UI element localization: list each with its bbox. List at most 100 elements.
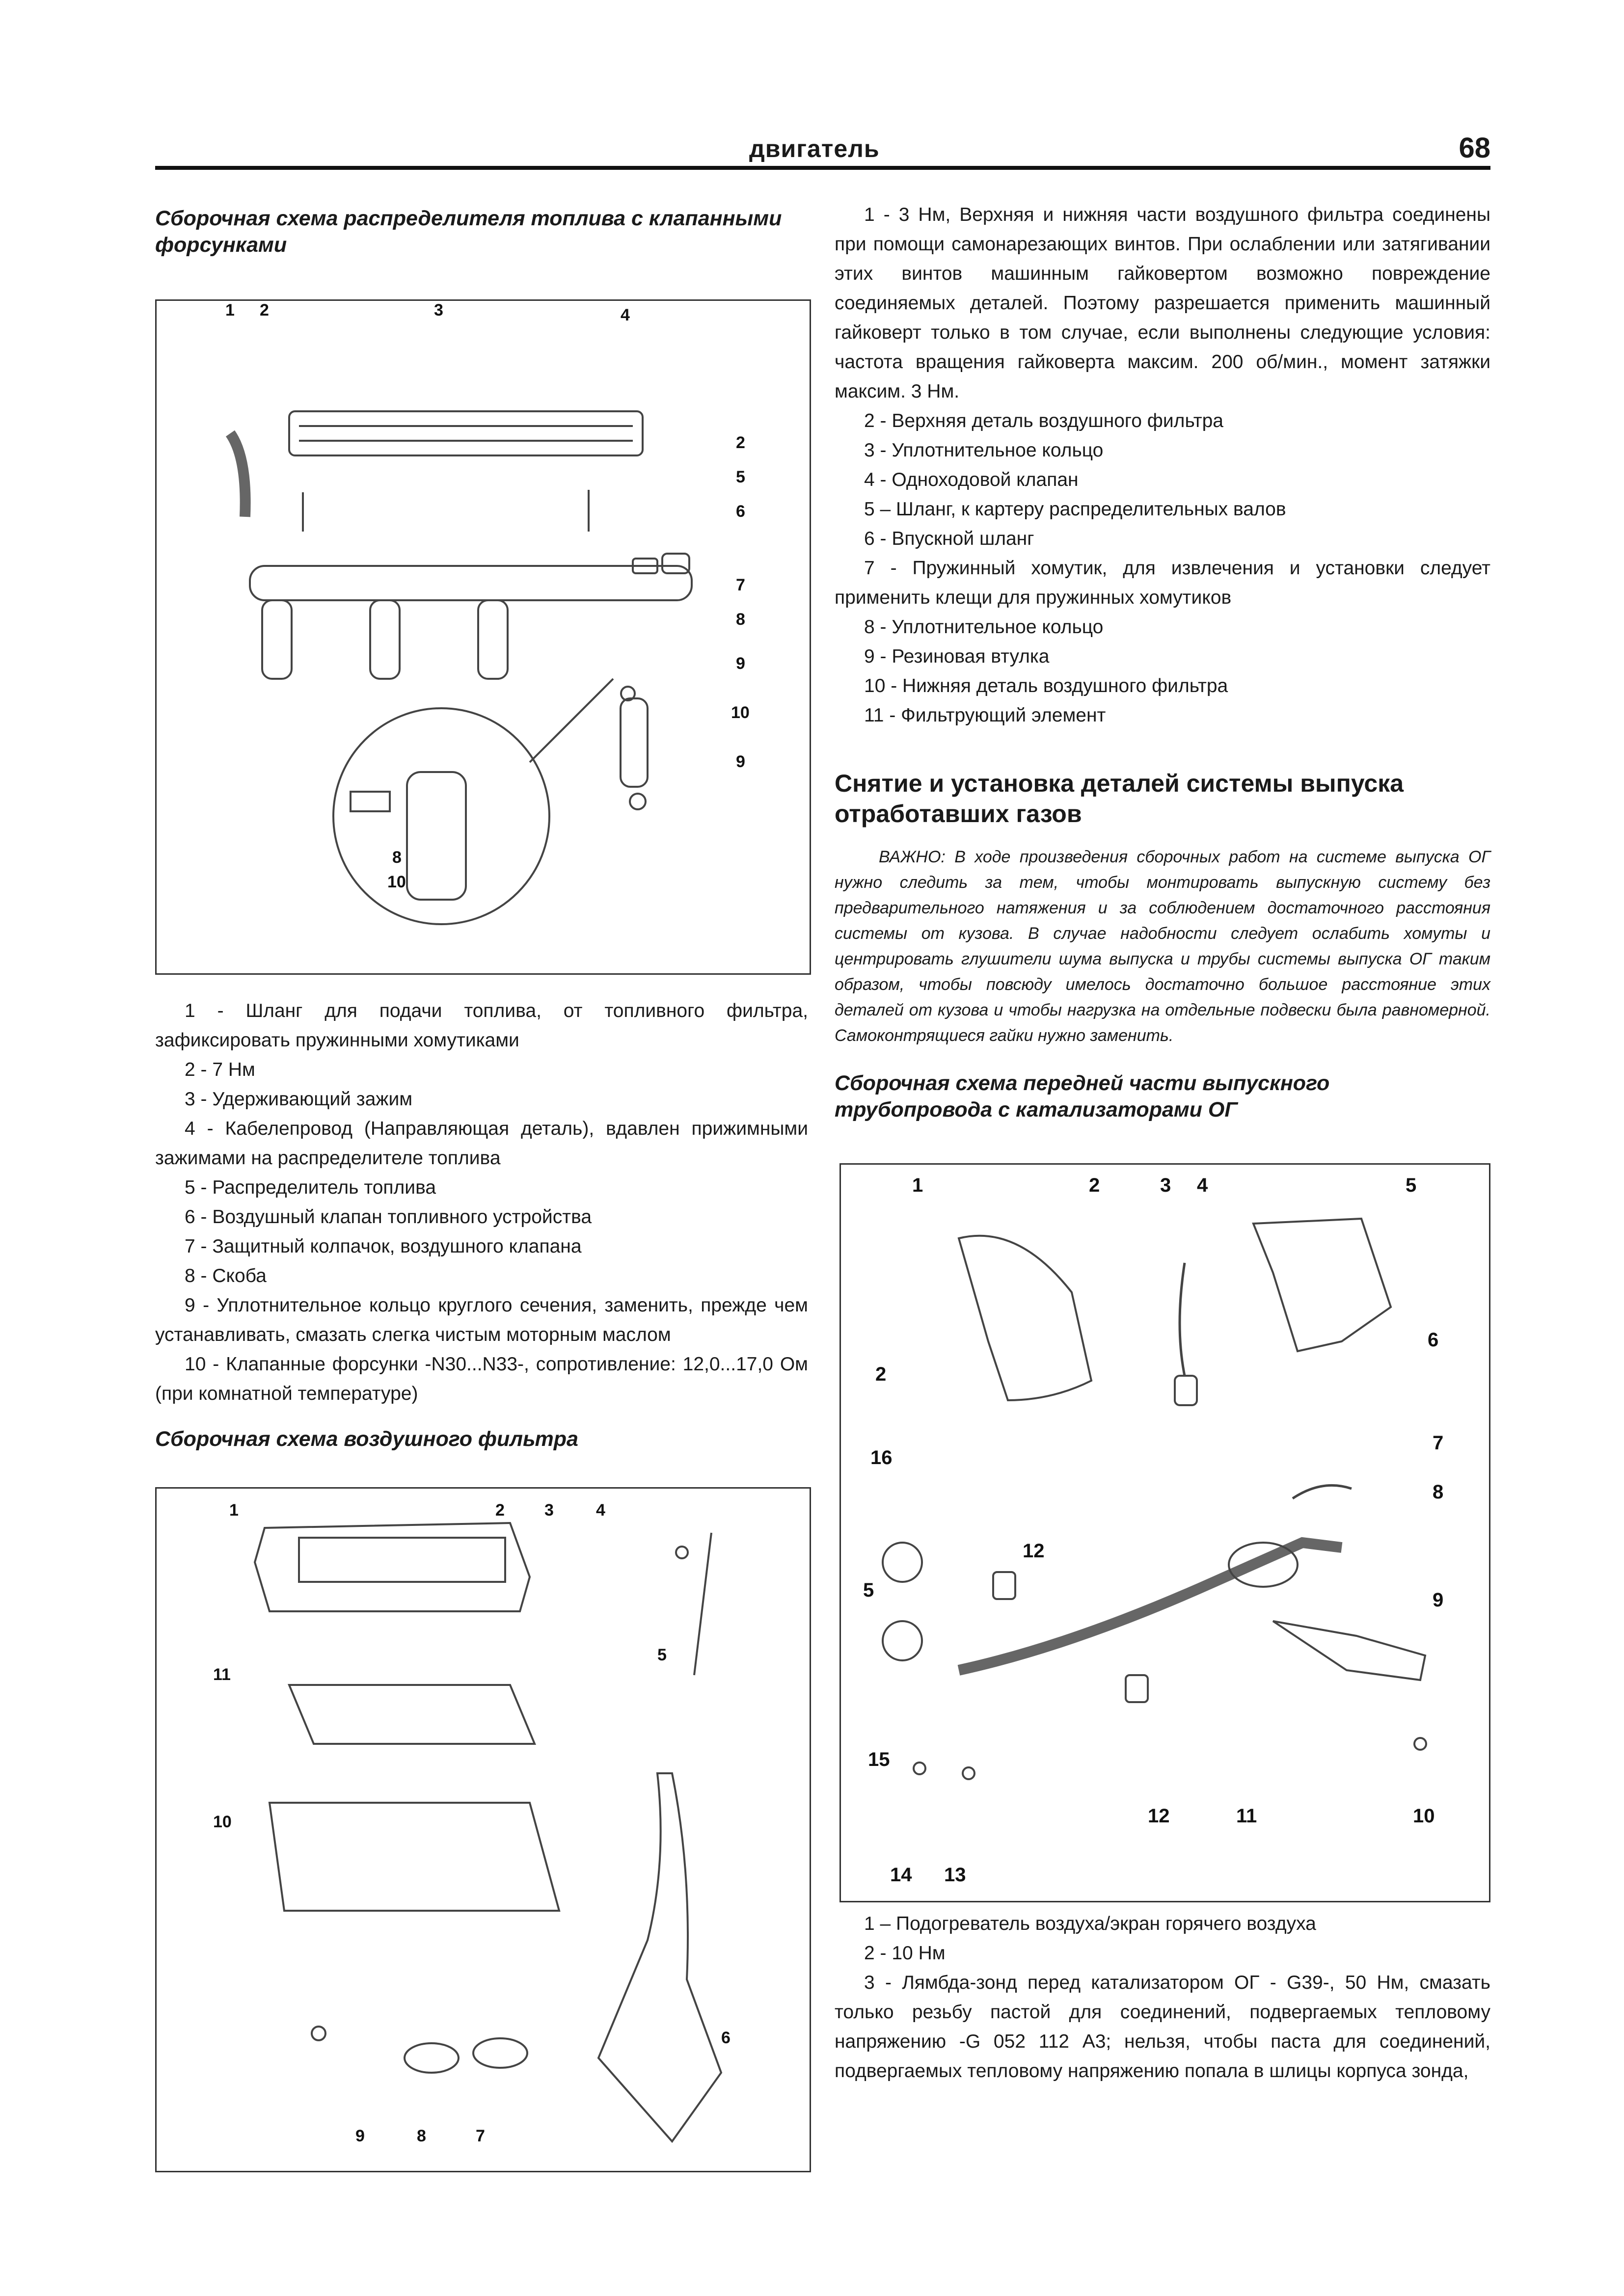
callout-10: 10	[213, 1813, 232, 1831]
callout-6: 6	[1428, 1329, 1438, 1351]
callout-inset-10: 10	[387, 873, 406, 891]
legend-item: 1 - Шланг для подачи топлива, от топливн…	[155, 1000, 808, 1051]
legend-item: 4 - Кабелепровод (Направляющая деталь), …	[155, 1118, 808, 1169]
callout-3: 3	[544, 1501, 554, 1520]
callout-1: 1	[229, 1501, 239, 1520]
legend-item: 3 - Удерживающий зажим	[185, 1089, 413, 1110]
intake-hose-shape	[597, 1772, 723, 2143]
legend-item: 10 - Нижняя деталь воздушного фильтра	[864, 675, 1228, 696]
exhaust-figure: 1 2 3 4 5 6 2 16 7 8 12 5 9 15 12 11 10 …	[839, 1163, 1490, 1902]
callout-3: 3	[434, 301, 443, 320]
running-title: двигатель	[749, 135, 880, 162]
callout-r6: 6	[736, 502, 745, 521]
callout-12: 12	[1023, 1540, 1045, 1562]
exhaust-manifold-shape	[1252, 1217, 1392, 1353]
legend-item: 3 - Уплотнительное кольцо	[864, 440, 1104, 461]
callout-4: 4	[1197, 1175, 1208, 1196]
injector-shapes	[261, 599, 649, 788]
legend-item: 6 - Впускной шланг	[864, 528, 1034, 549]
legend-item: 7 - Пружинный хомутик, для извлечения и …	[835, 558, 1490, 608]
fuel-rail-figure: 1 2 3 4 2 5 6 7 8 9 10 9 8 10	[155, 299, 811, 975]
air-filter-caption: Сборочная схема воздушного фильтра	[155, 1427, 578, 1451]
callout-7: 7	[476, 2127, 485, 2145]
callout-r9: 9	[736, 654, 745, 673]
callout-7: 7	[1433, 1432, 1443, 1454]
air-filter-legend: 1 - 3 Нм, Верхняя и нижняя части воздушн…	[835, 200, 1490, 730]
detail-inset-circle	[332, 707, 550, 925]
exhaust-pipe-shape	[957, 1537, 1343, 1676]
callout-8: 8	[1433, 1481, 1443, 1503]
callout-r10: 10	[731, 703, 750, 722]
legend-item: 4 - Одноходовой клапан	[864, 469, 1079, 490]
legend-item: 9 - Уплотнительное кольцо круглого сечен…	[155, 1295, 808, 1345]
important-note: ВАЖНО: В ходе произведения сборочных раб…	[835, 848, 1490, 1045]
callout-inset-8: 8	[392, 848, 402, 867]
lower-housing-shape	[268, 1802, 561, 1912]
legend-item: 8 - Скоба	[185, 1265, 267, 1286]
callout-12b: 12	[1148, 1805, 1170, 1827]
legend-item: 7 - Защитный колпачок, воздушного клапан…	[185, 1236, 582, 1257]
legend-item: 10 - Клапанные форсунки -N30...N33-, соп…	[155, 1354, 808, 1404]
callout-r8: 8	[736, 610, 745, 629]
callout-9: 9	[1433, 1589, 1443, 1611]
callout-13: 13	[944, 1864, 966, 1886]
callout-r2: 2	[736, 433, 745, 452]
callout-11: 11	[213, 1665, 231, 1684]
air-filter-diagram: 1 2 3 4 5 11 10 6 9 8 7	[213, 1501, 731, 2145]
page-number: 68	[1459, 132, 1490, 164]
legend-item: 1 - 3 Нм, Верхняя и нижняя части воздушн…	[835, 204, 1490, 402]
callout-16: 16	[870, 1447, 893, 1468]
legend-item: 6 - Воздушный клапан топливного устройст…	[185, 1206, 592, 1228]
legend-item: 8 - Уплотнительное кольцо	[864, 616, 1104, 638]
header-rule	[155, 166, 1490, 170]
exhaust-legend: 1 – Подогреватель воздуха/экран горячего…	[835, 1909, 1490, 2086]
callout-r9b: 9	[736, 752, 745, 771]
callout-6: 6	[721, 2029, 731, 2047]
callout-1: 1	[912, 1175, 923, 1196]
legend-item: 11 - Фильтрующий элемент	[864, 705, 1106, 726]
exhaust-section-heading: Снятие и установка деталей системы выпус…	[835, 770, 1404, 828]
fuel-rail-shape	[249, 565, 693, 601]
legend-item: 2 - Верхняя деталь воздушного фильтра	[864, 410, 1223, 431]
page-header: двигатель 68	[155, 132, 1490, 170]
fuel-rail-diagram: 1 2 3 4 2 5 6 7 8 9 10 9 8 10	[225, 301, 750, 925]
callout-5: 5	[657, 1646, 667, 1664]
callout-5: 5	[1406, 1175, 1416, 1196]
callout-10: 10	[1413, 1805, 1435, 1827]
callout-r5: 5	[736, 468, 745, 486]
callout-14: 14	[890, 1864, 912, 1886]
callout-8: 8	[417, 2127, 426, 2145]
bracket-shape	[1272, 1620, 1427, 1682]
exhaust-caption: Сборочная схема передней части выпускног…	[835, 1071, 1330, 1121]
legend-item: 2 - 7 Нм	[185, 1059, 255, 1080]
callout-5b: 5	[863, 1579, 874, 1601]
callout-2: 2	[1089, 1175, 1100, 1196]
callout-3: 3	[1160, 1175, 1171, 1196]
callout-2: 2	[260, 301, 269, 320]
callout-1: 1	[225, 301, 235, 320]
legend-item: 5 – Шланг, к картеру распределительных в…	[864, 499, 1286, 520]
callout-r7: 7	[736, 576, 745, 594]
legend-item: 1 – Подогреватель воздуха/экран горячего…	[864, 1913, 1316, 1934]
catalytic-converter-shape	[1228, 1542, 1299, 1588]
callout-15: 15	[868, 1749, 890, 1770]
air-filter-figure: 1 2 3 4 5 11 10 6 9 8 7	[155, 1487, 811, 2172]
fuel-rail-caption: Сборочная схема распределителя топлива с…	[155, 207, 782, 257]
callout-2b: 2	[875, 1363, 886, 1385]
fuel-rail-legend: 1 - Шланг для подачи топлива, от топливн…	[155, 996, 808, 1409]
legend-item: 2 - 10 Нм	[864, 1943, 946, 1964]
legend-item: 9 - Резиновая втулка	[864, 646, 1050, 667]
callout-11: 11	[1236, 1805, 1257, 1827]
heat-shield-shape	[957, 1234, 1093, 1402]
legend-item: 5 - Распределитель топлива	[185, 1177, 436, 1198]
cable-guide-shape	[288, 410, 644, 456]
fuel-hose-shape	[225, 430, 251, 517]
callout-4: 4	[621, 306, 630, 324]
callout-4: 4	[596, 1501, 605, 1520]
callout-9: 9	[355, 2127, 365, 2145]
upper-housing-shape	[253, 1522, 531, 1612]
filter-element-shape	[288, 1684, 536, 1745]
exhaust-diagram: 1 2 3 4 5 6 2 16 7 8 12 5 9 15 12 11 10 …	[863, 1175, 1443, 1886]
legend-item: 3 - Лямбда-зонд перед катализатором ОГ -…	[835, 1972, 1490, 2082]
callout-2: 2	[495, 1501, 505, 1520]
